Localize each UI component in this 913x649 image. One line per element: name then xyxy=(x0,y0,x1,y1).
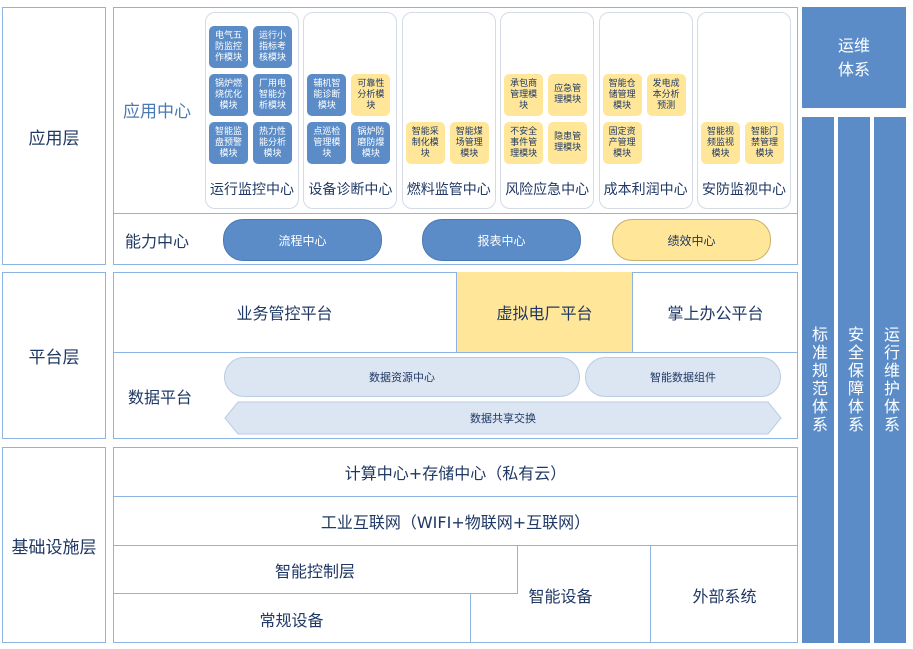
smart-control-layer: 智能控制层 xyxy=(113,546,518,594)
application-divider xyxy=(113,213,798,214)
module-1-1: 可靠性分析模块 xyxy=(351,74,391,116)
card-5 xyxy=(697,12,791,209)
module-3-1: 应急管理模块 xyxy=(548,74,588,116)
ops-system: 运维体系 xyxy=(802,7,906,108)
module-5-1: 智能门禁管理模块 xyxy=(745,122,784,164)
module-4-0: 智能仓储管理模块 xyxy=(602,74,642,116)
capability-1: 报表中心 xyxy=(422,219,581,261)
platform-layer-label: 平台层 xyxy=(2,272,106,439)
module-0-0: 电气五防监控作模块 xyxy=(209,26,248,68)
module-0-1: 运行小指标考核模块 xyxy=(253,26,292,68)
compute-storage-center: 计算中心+存储中心（私有云） xyxy=(113,447,798,497)
module-1-0: 辅机智能诊断模块 xyxy=(307,74,347,116)
platform-layer-text: 平台层 xyxy=(28,348,80,368)
smart-devices: 智能设备 xyxy=(471,546,651,643)
external-systems: 外部系统 xyxy=(692,586,757,606)
card-title-4: 成本利润中心 xyxy=(603,182,688,198)
module-5-0: 智能视频监视模块 xyxy=(701,122,740,164)
card-2 xyxy=(401,12,496,209)
card-title-3: 风险应急中心 xyxy=(505,182,590,198)
module-0-3: 厂用电智能分析模块 xyxy=(253,74,292,116)
security-system: 安全保障体系 xyxy=(838,117,870,643)
module-1-3: 锅炉防磨防爆模块 xyxy=(351,122,391,164)
module-2-1: 智能煤场管理模块 xyxy=(449,122,489,164)
infrastructure-layer-label: 基础设施层 xyxy=(2,447,106,643)
maintenance-system: 运行维护体系 xyxy=(874,117,906,643)
platform-divider xyxy=(113,352,798,353)
module-0-4: 智能监盘预警模块 xyxy=(209,122,248,164)
business-platform: 业务管控平台 xyxy=(236,304,333,323)
module-1-2: 点巡检管理模块 xyxy=(307,122,347,164)
module-3-2: 不安全事件管理模块 xyxy=(504,122,544,164)
card-title-0: 运行监控中心 xyxy=(210,182,294,198)
card-title-2: 燃料监管中心 xyxy=(406,182,491,198)
maintenance-system-text: 运行维护体系 xyxy=(881,326,900,434)
standard-system-text: 标准规范体系 xyxy=(809,326,828,434)
security-system-text: 安全保障体系 xyxy=(845,326,864,434)
ops-system-text: 运维体系 xyxy=(837,35,870,79)
card-title-1: 设备诊断中心 xyxy=(308,182,393,198)
module-4-1: 发电成本分析预测 xyxy=(646,74,686,116)
capability-0: 流程中心 xyxy=(223,219,382,261)
module-3-3: 隐患管理模块 xyxy=(548,122,588,164)
capability-2: 绩效中心 xyxy=(612,219,771,261)
capability-center-title: 能力中心 xyxy=(124,232,189,251)
application-center-title: 应用中心 xyxy=(123,101,191,122)
application-layer-label: 应用层 xyxy=(2,7,106,265)
mobile-office-platform: 掌上办公平台 xyxy=(667,304,764,323)
infrastructure-layer-text: 基础设施层 xyxy=(11,537,97,558)
data-share-arrow xyxy=(224,401,782,435)
module-0-2: 锅炉燃烧优化模块 xyxy=(209,74,248,116)
module-3-0: 承包商管理模块 xyxy=(504,74,544,116)
smart-data-component: 智能数据组件 xyxy=(585,357,781,397)
module-2-0: 智能采制化模块 xyxy=(405,122,445,164)
application-layer-text: 应用层 xyxy=(28,128,80,149)
industrial-internet: 工业互联网（WIFI+物联网+互联网） xyxy=(113,497,798,546)
standard-system: 标准规范体系 xyxy=(802,117,834,643)
card-title-5: 安防监视中心 xyxy=(702,182,786,198)
data-platform-title: 数据平台 xyxy=(127,388,192,407)
data-resource-center: 数据资源中心 xyxy=(224,357,580,397)
module-0-5: 热力性能分析模块 xyxy=(253,122,292,164)
smart-devices-text: 智能设备 xyxy=(526,582,595,607)
regular-devices: 常规设备 xyxy=(113,594,471,643)
virtual-plant-platform: 虚拟电厂平台 xyxy=(456,272,633,352)
module-4-2: 固定资产管理模块 xyxy=(602,122,642,164)
data-share-label: 数据共享交换 xyxy=(470,412,536,425)
